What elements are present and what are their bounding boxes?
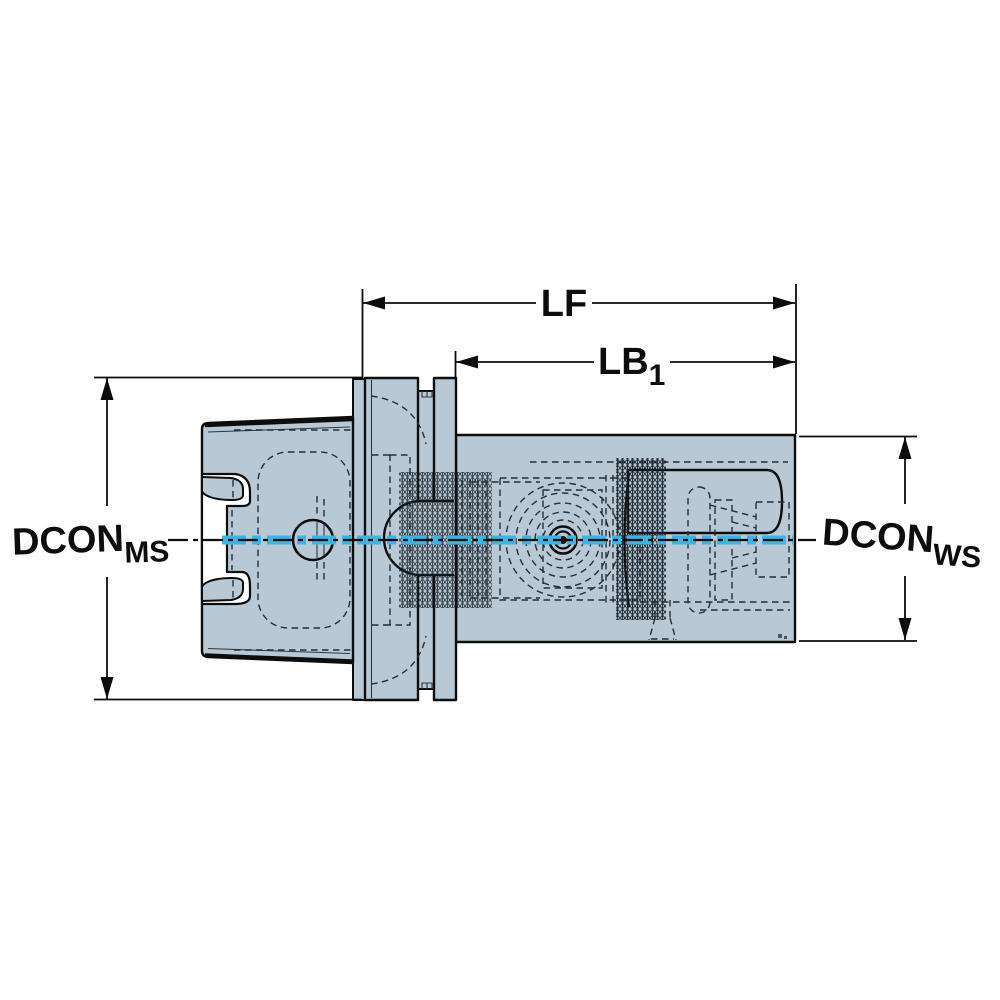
dcon-ws-label: DCONWS [820,512,983,575]
internal-shank-lines [234,429,352,651]
dcon-ws-extension-lines [799,435,917,642]
groove-stub-bottom [421,682,433,689]
internal-cavity-lines [470,461,793,611]
shank-taper-edges [204,417,353,663]
internal-capsule [687,486,711,614]
internal-hidden-detail [231,395,793,685]
internal-cone-lines [709,504,757,576]
lower-claw [201,577,244,602]
arrowhead-right-icon [773,355,795,369]
internal-slot-lines [231,480,234,598]
upper-claw [201,476,244,501]
lf-extension-lines [361,284,797,434]
dcon-ms-label: DCONMS [11,516,170,573]
cross-hole-axis [316,496,325,584]
dimension-dcon-ms: DCONMS [11,376,362,701]
dcon-ms-extension-lines [94,376,362,701]
dimension-lb1: LB1 [454,341,795,392]
arrowhead-up-icon [100,378,114,400]
internal-bottom-channel [648,600,677,641]
engraving-mark [778,634,787,639]
arrowhead-left-icon [363,296,385,310]
arrowhead-down-icon [100,677,114,699]
lf-label: LF [541,283,587,325]
arrowhead-left-icon [456,355,478,369]
arrowhead-down-icon [898,618,912,640]
internal-flange-arcs [370,395,427,685]
dimension-lf: LF [361,283,797,434]
internal-flange-lines [372,454,390,626]
arrowhead-right-icon [773,296,795,310]
arrowhead-up-icon [898,437,912,459]
dimension-dcon-ws: DCONWS [799,435,983,642]
internal-ring [714,499,733,601]
lb1-label: LB1 [598,341,665,392]
groove-stub-top [421,391,433,398]
